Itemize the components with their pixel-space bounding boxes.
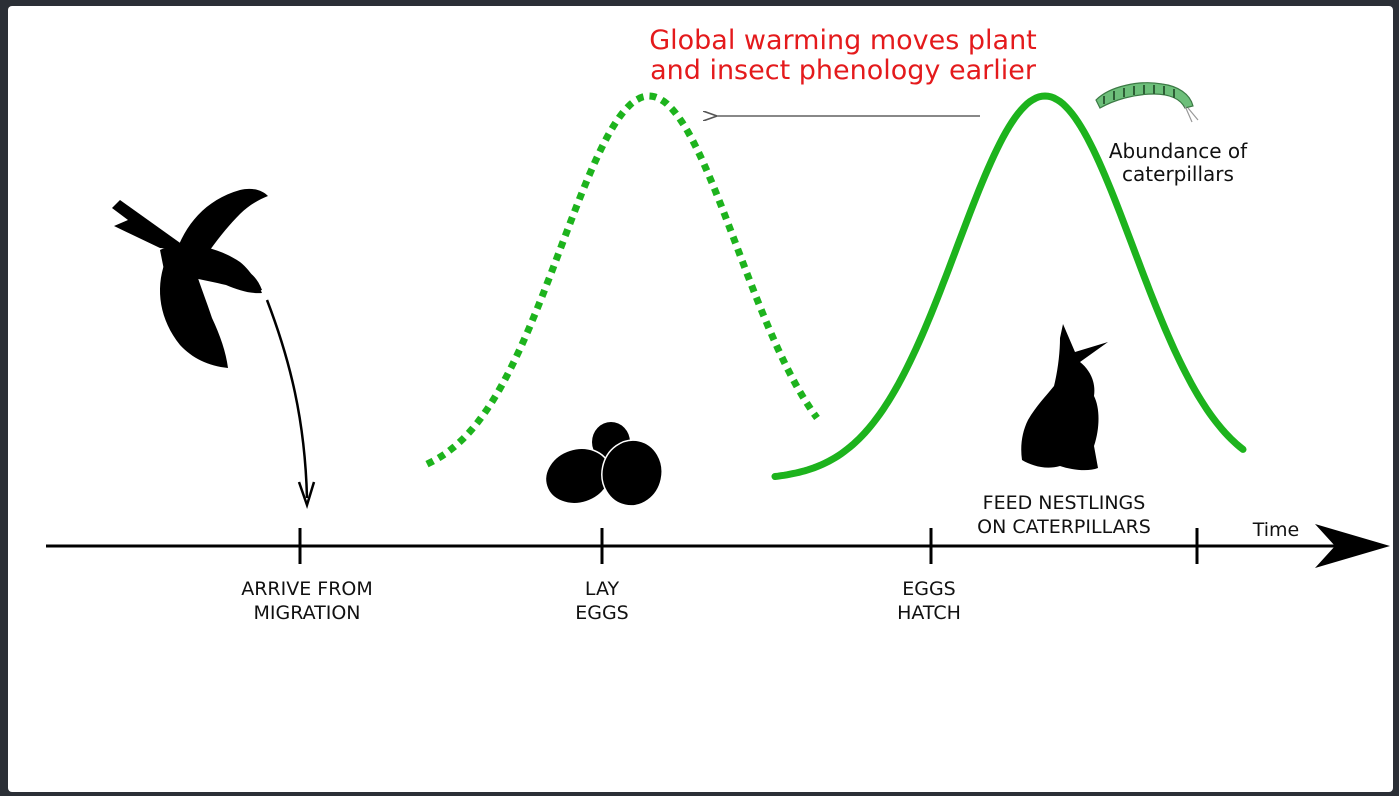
phenology-diagram: Global warming moves plant and insect ph…: [46, 25, 1390, 624]
earlier-caterpillar-curve: [425, 92, 820, 468]
lay-label-line-1: LAY: [585, 578, 620, 600]
nestling-icon: [1021, 324, 1108, 471]
hatch-label-line-2: HATCH: [897, 602, 961, 624]
lay-label-line-2: EGGS: [575, 602, 629, 624]
migration-arrow: [265, 299, 309, 499]
title-line-2: and insect phenology earlier: [650, 55, 1037, 86]
title-line-1: Global warming moves plant: [649, 25, 1037, 56]
hatch-label-line-1: EGGS: [902, 578, 956, 600]
arrive-label-line-1: ARRIVE FROM: [241, 578, 373, 600]
time-axis-label: Time: [1252, 519, 1300, 541]
migration-arrow-head: [297, 481, 316, 510]
diagram-canvas: Global warming moves plant and insect ph…: [8, 6, 1393, 792]
flying-bird-icon: [112, 188, 268, 368]
time-axis-arrowhead: [1315, 524, 1390, 568]
curve-label-line-2: caterpillars: [1122, 162, 1234, 186]
caterpillar-abundance-curve: [771, 92, 1247, 480]
arrive-label-line-2: MIGRATION: [253, 602, 360, 624]
caterpillar-icon: [1095, 82, 1199, 123]
feed-label-line-1: FEED NESTLINGS: [983, 492, 1146, 514]
curve-label-line-1: Abundance of: [1109, 139, 1248, 163]
eggs-icon: [544, 422, 663, 507]
feed-label-line-2: ON CATERPILLARS: [977, 516, 1151, 538]
